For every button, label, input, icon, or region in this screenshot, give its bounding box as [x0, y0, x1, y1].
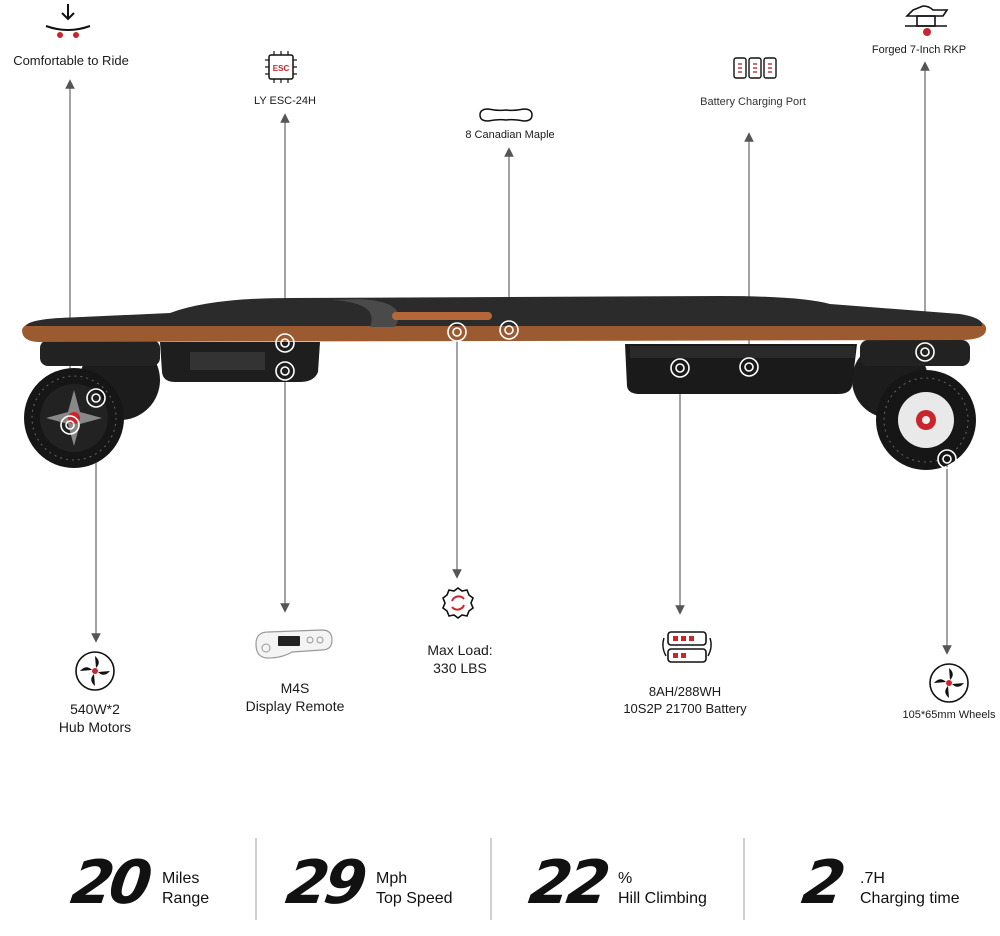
- stat-speed-unit: Mph: [376, 870, 408, 887]
- feature-battery: 8AH/288WH 10S2P 21700 Battery: [620, 683, 750, 717]
- feature-battery-line1: 8AH/288WH: [648, 684, 722, 699]
- feature-battery-line2: 10S2P 21700 Battery: [623, 701, 747, 716]
- esc-chip-icon: ESC: [265, 51, 297, 83]
- stat-range-unit: Miles: [162, 870, 200, 887]
- stat-range-label: Range: [162, 890, 210, 907]
- stat-hill-label: Hill Climbing: [618, 890, 707, 907]
- stat-charge-label: Charging time: [860, 890, 960, 907]
- stat-charge-unit: .7H: [860, 870, 885, 887]
- deck-grip: [26, 296, 983, 326]
- esc-chip-text: ESC: [273, 64, 290, 73]
- feature-motors-line1: 540W*2: [70, 701, 120, 717]
- feature-comfortable: Comfortable to Ride: [13, 53, 129, 68]
- stat-speed-value: 29: [282, 848, 368, 918]
- battery-cells-icon: [733, 57, 777, 79]
- gear-load-icon: [442, 587, 474, 619]
- feature-wheels: 105*65mm Wheels: [902, 709, 996, 721]
- stat-charge-text: .7H Charging time: [860, 869, 960, 909]
- feature-remote: M4S Display Remote: [230, 679, 360, 715]
- deck-shape-icon: [479, 108, 533, 122]
- feature-load: Max Load: 330 LBS: [405, 641, 515, 677]
- stat-speed-text: Mph Top Speed: [376, 869, 453, 909]
- stat-divider: [490, 838, 492, 920]
- feature-remote-line1: M4S: [280, 680, 310, 696]
- feature-motors-line2: Hub Motors: [58, 719, 132, 735]
- front-truck: [860, 340, 970, 366]
- feature-esc: LY ESC-24H: [254, 95, 316, 107]
- stat-hill-text: % Hill Climbing: [618, 869, 707, 909]
- stat-divider: [255, 838, 257, 920]
- feature-load-line2: 330 LBS: [433, 660, 487, 676]
- deck-window: [392, 312, 492, 320]
- hub-motor-icon: [75, 651, 115, 691]
- feature-load-line1: Max Load:: [427, 642, 493, 658]
- feature-charging-port: Battery Charging Port: [700, 96, 806, 108]
- rear-wheel-front: [24, 368, 124, 468]
- stat-hill-value: 22: [525, 848, 611, 918]
- feature-remote-line2: Display Remote: [245, 698, 345, 714]
- battery-pack-icon: [662, 631, 712, 663]
- skateboard-icon: [45, 4, 91, 38]
- feature-trucks: Forged 7-Inch RKP: [871, 44, 967, 56]
- rear-truck: [40, 340, 160, 366]
- stat-hill-unit: %: [618, 870, 633, 887]
- remote-icon: [255, 629, 333, 659]
- stat-range-value: 20: [67, 848, 153, 918]
- feature-motors: 540W*2 Hub Motors: [40, 700, 150, 736]
- stat-range-text: Miles Range: [162, 869, 209, 909]
- stat-speed-label: Top Speed: [376, 890, 453, 907]
- feature-deck: 8 Canadian Maple: [465, 129, 555, 141]
- wheel-icon: [929, 663, 969, 703]
- stat-divider: [743, 838, 745, 920]
- front-wheel-front: [876, 370, 976, 470]
- truck-icon: [905, 5, 949, 36]
